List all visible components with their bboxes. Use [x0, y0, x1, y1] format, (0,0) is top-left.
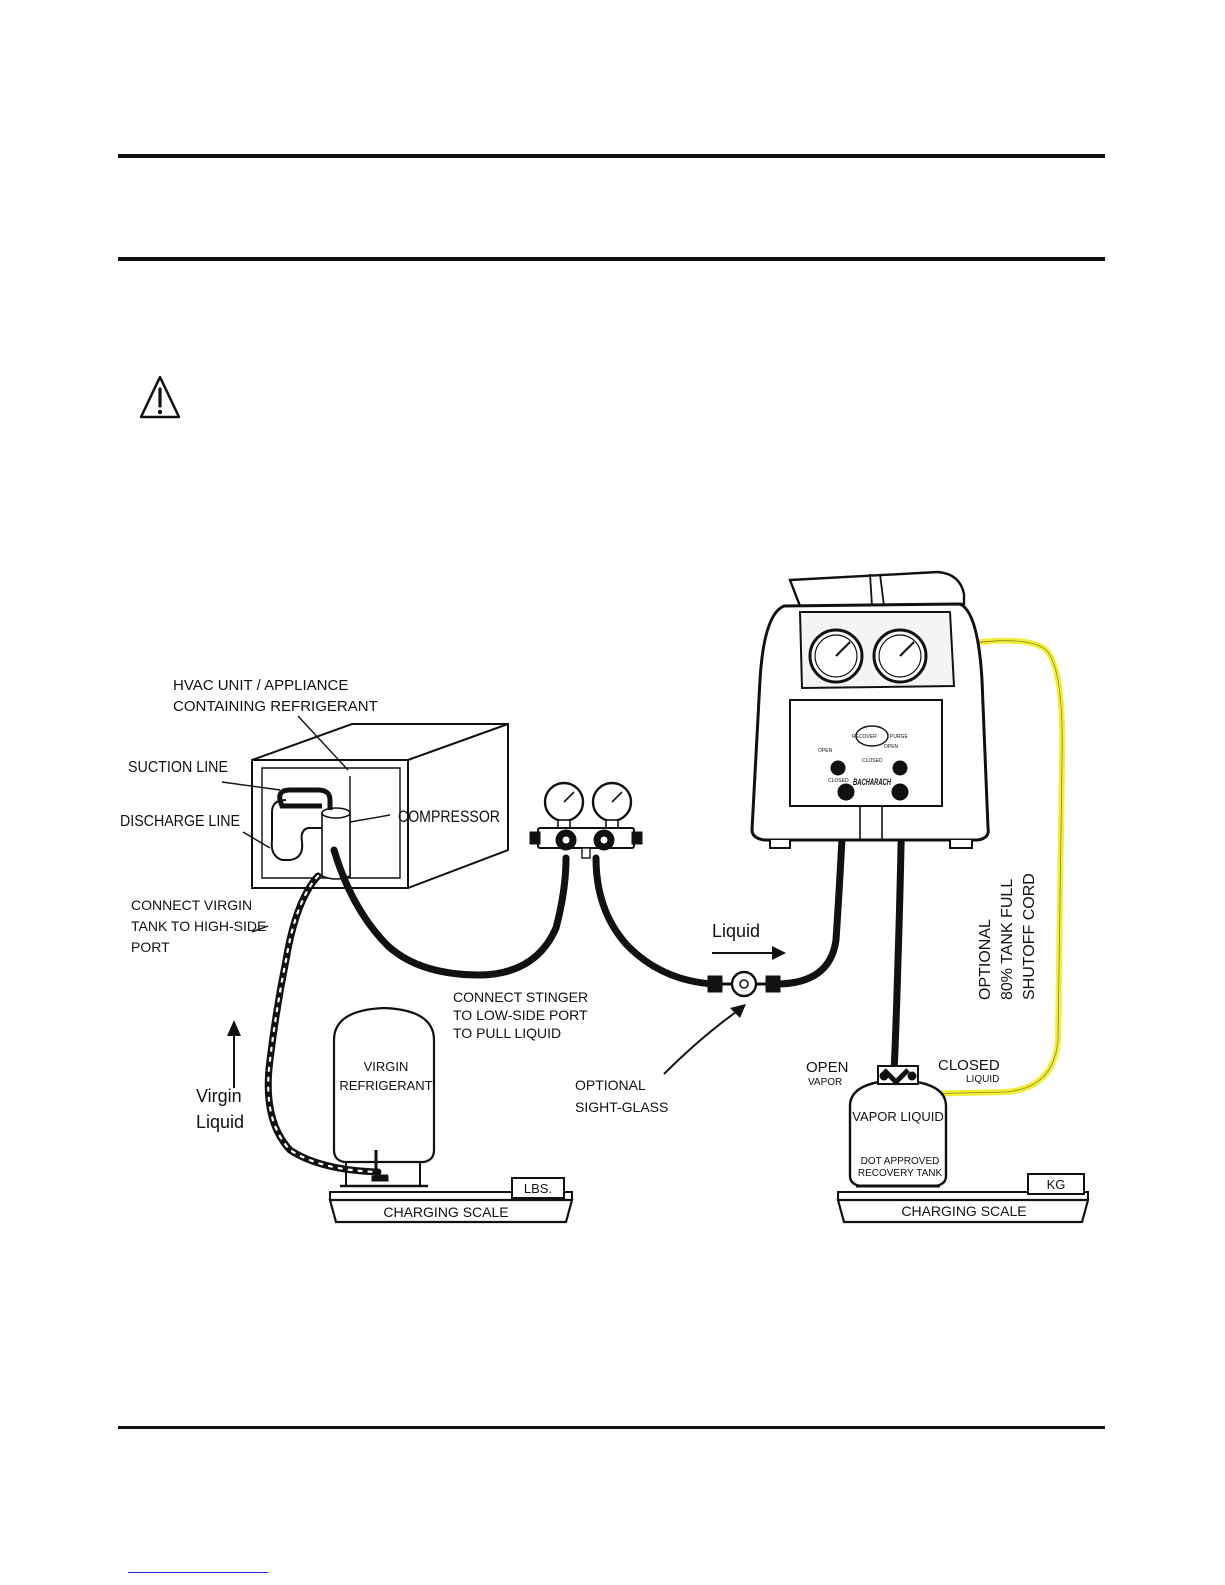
kg-unit-label: KG	[1047, 1177, 1066, 1192]
vapor-label: VAPOR	[808, 1077, 842, 1088]
valve-closed-right-label: CLOSED	[862, 758, 883, 764]
connect-virgin-label-2: TANK TO HIGH-SIDE	[131, 918, 266, 934]
hvac-label-2: CONTAINING REFRIGERANT	[173, 698, 378, 715]
connect-virgin-label-1: CONNECT VIRGIN	[131, 897, 252, 913]
lbs-unit-label: LBS.	[524, 1181, 552, 1196]
valve-open-right-label: OPEN	[884, 744, 899, 750]
manifold-gauge-set	[529, 781, 643, 859]
header-top-rule	[118, 154, 1105, 158]
suction-line	[277, 787, 333, 810]
sight-glass-label-2: SIGHT-GLASS	[575, 1099, 668, 1115]
right-charging-scale	[836, 1173, 1090, 1224]
header-bottom-rule	[118, 257, 1105, 261]
virgin-liquid-label-2: Liquid	[196, 1112, 244, 1132]
dot-approved-label: DOT APPROVED	[861, 1156, 940, 1167]
stinger-label-1: CONNECT STINGER	[453, 989, 588, 1005]
hoses	[264, 796, 906, 1176]
leader-lines	[221, 715, 391, 933]
footer-rule	[118, 1426, 1105, 1429]
recovery-tank	[848, 1065, 948, 1188]
recovery-machine	[750, 570, 990, 849]
connect-virgin-label-3: PORT	[131, 939, 170, 955]
sight-glass-label-1: OPTIONAL	[575, 1077, 646, 1093]
suction-line-label: SUCTION LINE	[128, 759, 228, 776]
liquid-small-label: LIQUID	[966, 1074, 999, 1085]
cord-label-3: SHUTOFF CORD	[1021, 873, 1038, 1000]
liquid-flow-label: Liquid	[712, 921, 760, 941]
stinger-label-3: TO PULL LIQUID	[453, 1025, 561, 1041]
cord-label-1: OPTIONAL	[977, 919, 994, 1000]
warning-icon	[139, 375, 181, 419]
closed-label: CLOSED	[938, 1057, 1000, 1074]
virgin-tank-label-1: VIRGIN	[364, 1059, 409, 1074]
open-label: OPEN	[806, 1059, 849, 1076]
hvac-label-1: HVAC UNIT / APPLIANCE	[173, 677, 348, 694]
valve-open-left-label: OPEN	[818, 748, 833, 754]
scale-left-label: CHARGING SCALE	[383, 1204, 508, 1220]
left-charging-scale	[328, 1177, 574, 1224]
scale-right-label: CHARGING SCALE	[901, 1203, 1026, 1219]
virgin-tank	[332, 1006, 436, 1188]
brand-label: BACHARACH	[853, 777, 891, 787]
purge-label: PURGE	[890, 734, 908, 740]
diagram-labels: HVAC UNIT / APPLIANCE CONTAINING REFRIGE…	[120, 677, 1065, 1220]
cord-label-2: 80% TANK FULL	[999, 879, 1016, 1000]
discharge-line	[270, 799, 322, 861]
virgin-tank-label-2: REFRIGERANT	[339, 1078, 432, 1093]
stinger-label-2: TO LOW-SIDE PORT	[453, 1007, 588, 1023]
footer-link-underline	[128, 1572, 268, 1573]
recover-label: RECOVER	[852, 734, 877, 740]
compressor	[321, 807, 351, 880]
recovery-tank-label: RECOVERY TANK	[858, 1168, 943, 1179]
compressor-label: COMPRESSOR	[398, 807, 500, 826]
flow-arrows	[227, 946, 786, 1088]
virgin-liquid-label-1: Virgin	[196, 1086, 242, 1106]
vapor-liquid-label: VAPOR LIQUID	[852, 1109, 944, 1124]
discharge-line-label: DISCHARGE LINE	[120, 813, 240, 830]
sight-glass	[707, 970, 781, 998]
valve-closed-left-label: CLOSED	[828, 778, 849, 784]
